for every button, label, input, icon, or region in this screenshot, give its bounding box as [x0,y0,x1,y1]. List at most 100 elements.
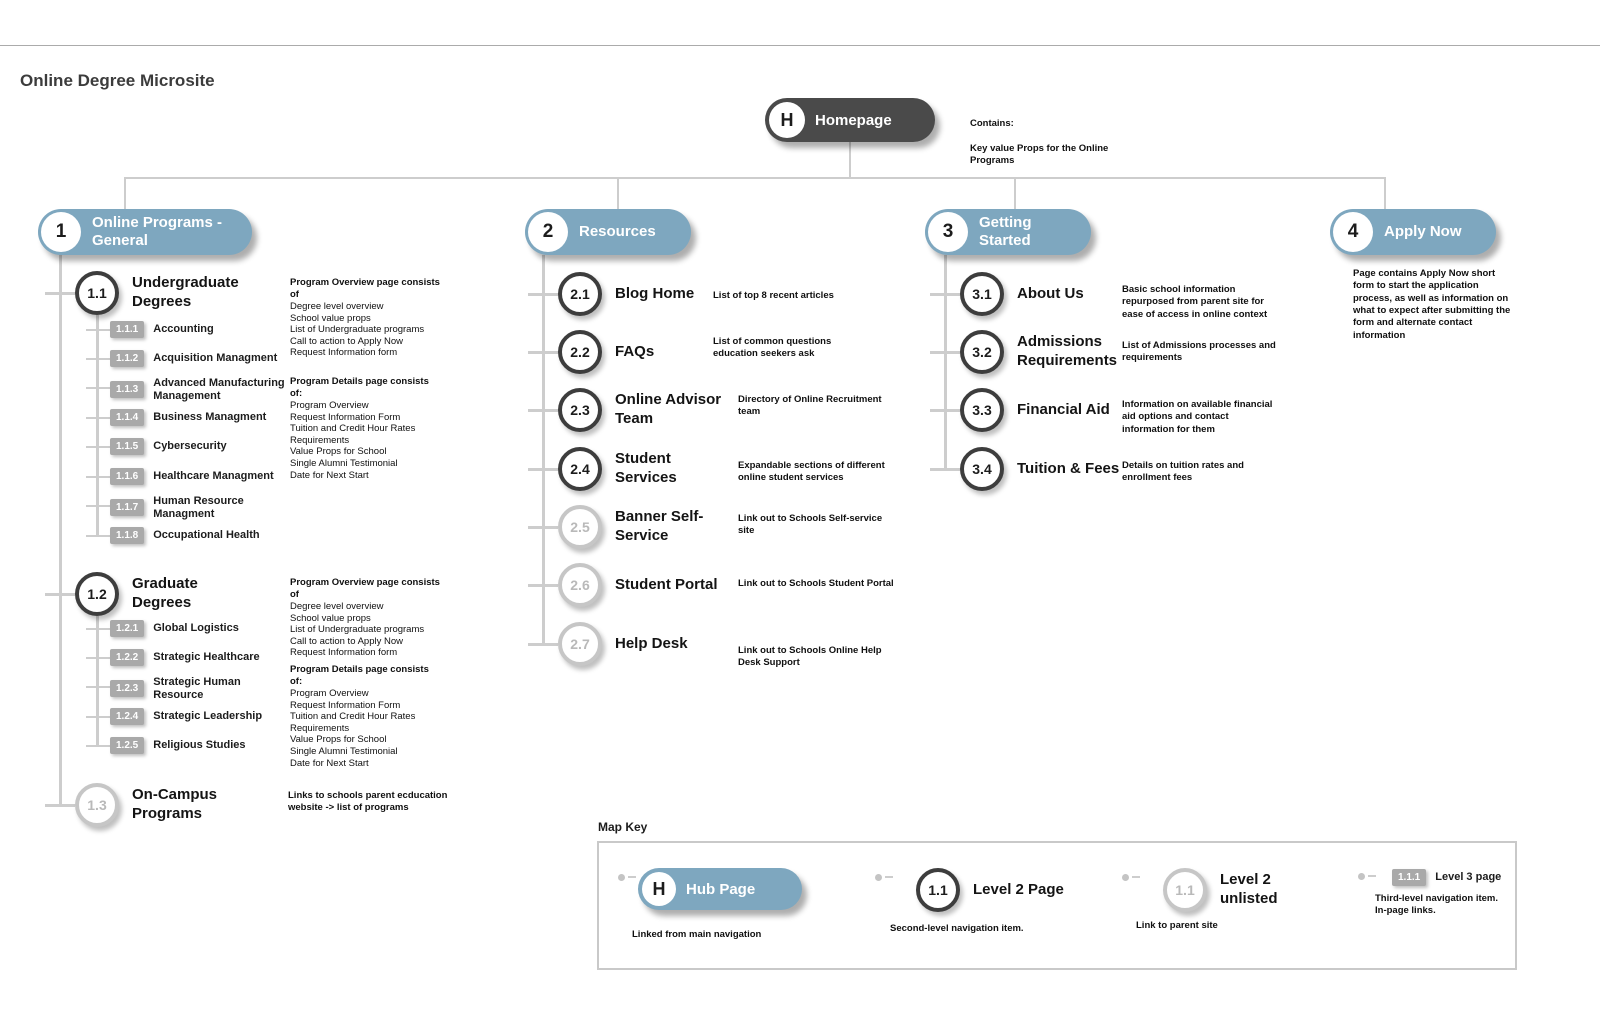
node-3-1: 3.1 About Us [960,272,1084,316]
connector-line [528,293,558,296]
connector-line [944,255,947,470]
key-dot [1122,874,1129,881]
node-2-3-badge: 2.3 [558,388,602,432]
branch-2-pill: 2 Resources [525,209,691,255]
node-1-1-4-label: Business Managment [153,411,267,424]
node-3-2: 3.2 Admissions Requirements [960,330,1137,374]
key-level2-unlisted-caption: Link to parent site [1136,920,1218,931]
connector-line [45,804,75,807]
homepage-label: Homepage [815,111,892,129]
node-2-7: 2.7 Help Desk [558,622,688,666]
branch-2-label: Resources [579,223,656,240]
node-1-1-1: 1.1.1 Accounting [110,321,214,338]
connector-line [86,329,110,331]
homepage-node: H Homepage [765,98,935,142]
key-level2-unlisted-node: 1.1 Level 2 unlisted [1163,868,1290,912]
connector-line [86,476,110,478]
key-level3-caption: Third-level navigation item. In-page lin… [1375,893,1498,917]
node-2-5-label: Banner Self-Service [615,508,704,544]
connector-line [528,468,558,471]
branch-2-badge: 2 [528,212,568,252]
node-1-1-5-label: Cybersecurity [153,440,227,453]
annotation-grad-overview: Program Overview page consists of Degree… [290,577,440,659]
annotation-body: Degree level overview School value props… [290,301,425,359]
connector-line [930,293,960,296]
homepage-note-title: Contains: [970,118,1014,130]
node-1-2-1-badge: 1.2.1 [110,620,145,637]
connector-line [1384,177,1386,210]
node-1-1-7-badge: 1.1.7 [110,499,145,517]
node-1-2-label: Graduate Degrees [132,575,198,611]
annotation-body: Program Overview Request Information For… [290,688,416,769]
branch-3-badge: 3 [928,212,968,252]
node-1-1-6-label: Healthcare Managment [153,470,274,483]
node-1-1-3: 1.1.3 Advanced Manufacturing Management [110,377,288,402]
key-hub-caption: Linked from main navigation [632,929,762,940]
note-2-7: Link out to Schools Online Help Desk Sup… [738,645,882,669]
connector-line [1014,177,1016,210]
connector-line [124,177,126,210]
branch-3-label: Getting Started [979,214,1032,249]
connector-line [96,616,99,746]
node-1-2-5-label: Religious Studies [153,739,246,752]
node-1-2-3-label: Strategic Human Resource [153,676,241,701]
connector-line [849,142,851,178]
node-1-1-7-label: Human Resource Managment [153,495,244,520]
map-key-title: Map Key [598,820,648,834]
connector-line [528,351,558,354]
node-1-1-8-label: Occupational Health [153,529,260,542]
key-level2-label: Level 2 Page [973,880,1064,898]
key-level3-node: 1.1.1 Level 3 page [1392,869,1501,886]
connector-line [542,255,545,645]
node-3-3-badge: 3.3 [960,388,1004,432]
node-2-2: 2.2 FAQs [558,330,654,374]
note-2-3: Directory of Online Recruitment team [738,394,882,418]
note-2-6: Link out to Schools Student Portal [738,578,894,589]
connector-line [86,505,110,507]
node-2-2-badge: 2.2 [558,330,602,374]
key-level3-label: Level 3 page [1435,871,1502,884]
node-1-1-4-badge: 1.1.4 [110,409,145,426]
node-1-1-1-label: Accounting [153,323,214,336]
branch-1-badge: 1 [41,212,81,252]
node-2-7-badge: 2.7 [558,622,602,666]
node-1-1-3-badge: 1.1.3 [110,381,145,399]
connector-line [86,657,110,659]
note-3-2: List of Admissions processes and require… [1122,340,1276,364]
connector-line [86,446,110,448]
node-1-3-label: On-Campus Programs [132,786,218,822]
top-divider-line [0,45,1600,46]
node-1-2-4-badge: 1.2.4 [110,708,145,725]
note-3-1: Basic school information repurposed from… [1122,284,1268,320]
node-1-1-2-badge: 1.1.2 [110,350,145,367]
annotation-ug-details: Program Details page consists of: Progra… [290,376,440,481]
node-3-4: 3.4 Tuition & Fees [960,447,1119,491]
node-3-4-label: Tuition & Fees [1017,459,1120,477]
note-2-4: Expandable sections of different online … [738,460,885,484]
key-dot [618,874,625,881]
annotation-title: Program Details page consists of: [290,664,429,687]
node-3-4-badge: 3.4 [960,447,1004,491]
node-3-3: 3.3 Financial Aid [960,388,1110,432]
node-2-4: 2.4 Student Services [558,447,700,491]
page-title: Online Degree Microsite [20,71,215,90]
node-1-2-3-badge: 1.2.3 [110,680,145,698]
node-1-2-1: 1.2.1 Global Logistics [110,620,239,637]
node-1-1-8: 1.1.8 Occupational Health [110,527,260,544]
connector-line [930,468,960,471]
connector-line [528,409,558,412]
key-level2-unlisted-badge: 1.1 [1163,868,1207,912]
node-1-1-1-badge: 1.1.1 [110,321,145,338]
connector-line [86,628,110,630]
connector-line [86,358,110,360]
homepage-note-body: Key value Props for the Online Programs [970,143,1109,167]
node-1-1-8-badge: 1.1.8 [110,527,145,544]
node-1-1-5: 1.1.5 Cybersecurity [110,438,227,455]
node-1-2-4: 1.2.4 Strategic Leadership [110,708,262,725]
annotation-ug-overview: Program Overview page consists of Degree… [290,277,440,359]
node-2-6-label: Student Portal [615,575,718,593]
key-dot [875,874,882,881]
connector-line [86,716,110,718]
annotation-grad-details: Program Details page consists of: Progra… [290,664,440,769]
branch-3-pill: 3 Getting Started [925,209,1091,255]
